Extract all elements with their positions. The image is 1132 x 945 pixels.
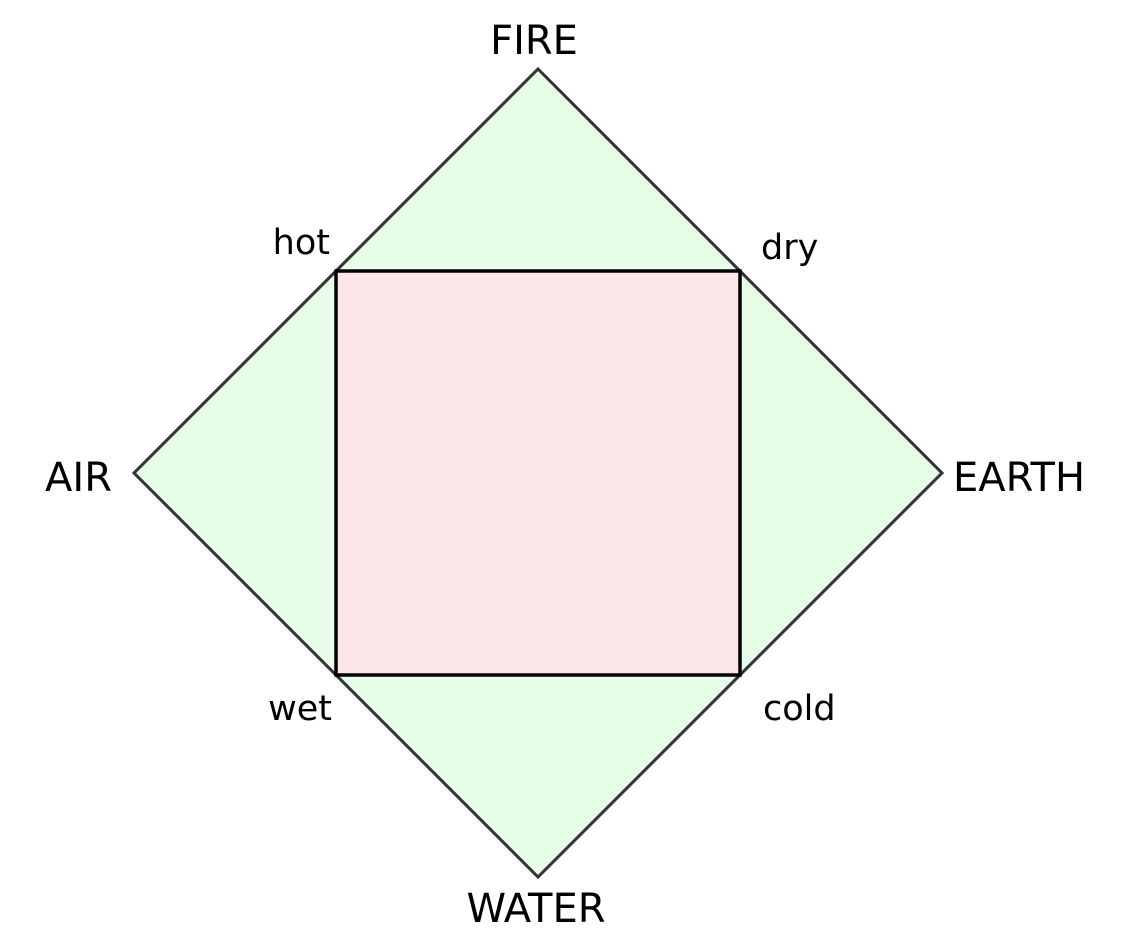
element-label-water: WATER bbox=[466, 886, 605, 932]
quality-label-wet: wet bbox=[268, 689, 332, 729]
element-label-fire: FIRE bbox=[490, 18, 578, 64]
qualities-square bbox=[334, 269, 742, 677]
quality-label-dry: dry bbox=[761, 228, 818, 268]
quality-label-cold: cold bbox=[763, 689, 836, 729]
element-label-air: AIR bbox=[45, 455, 112, 501]
quality-label-hot: hot bbox=[273, 223, 330, 263]
element-label-earth: EARTH bbox=[953, 455, 1085, 501]
